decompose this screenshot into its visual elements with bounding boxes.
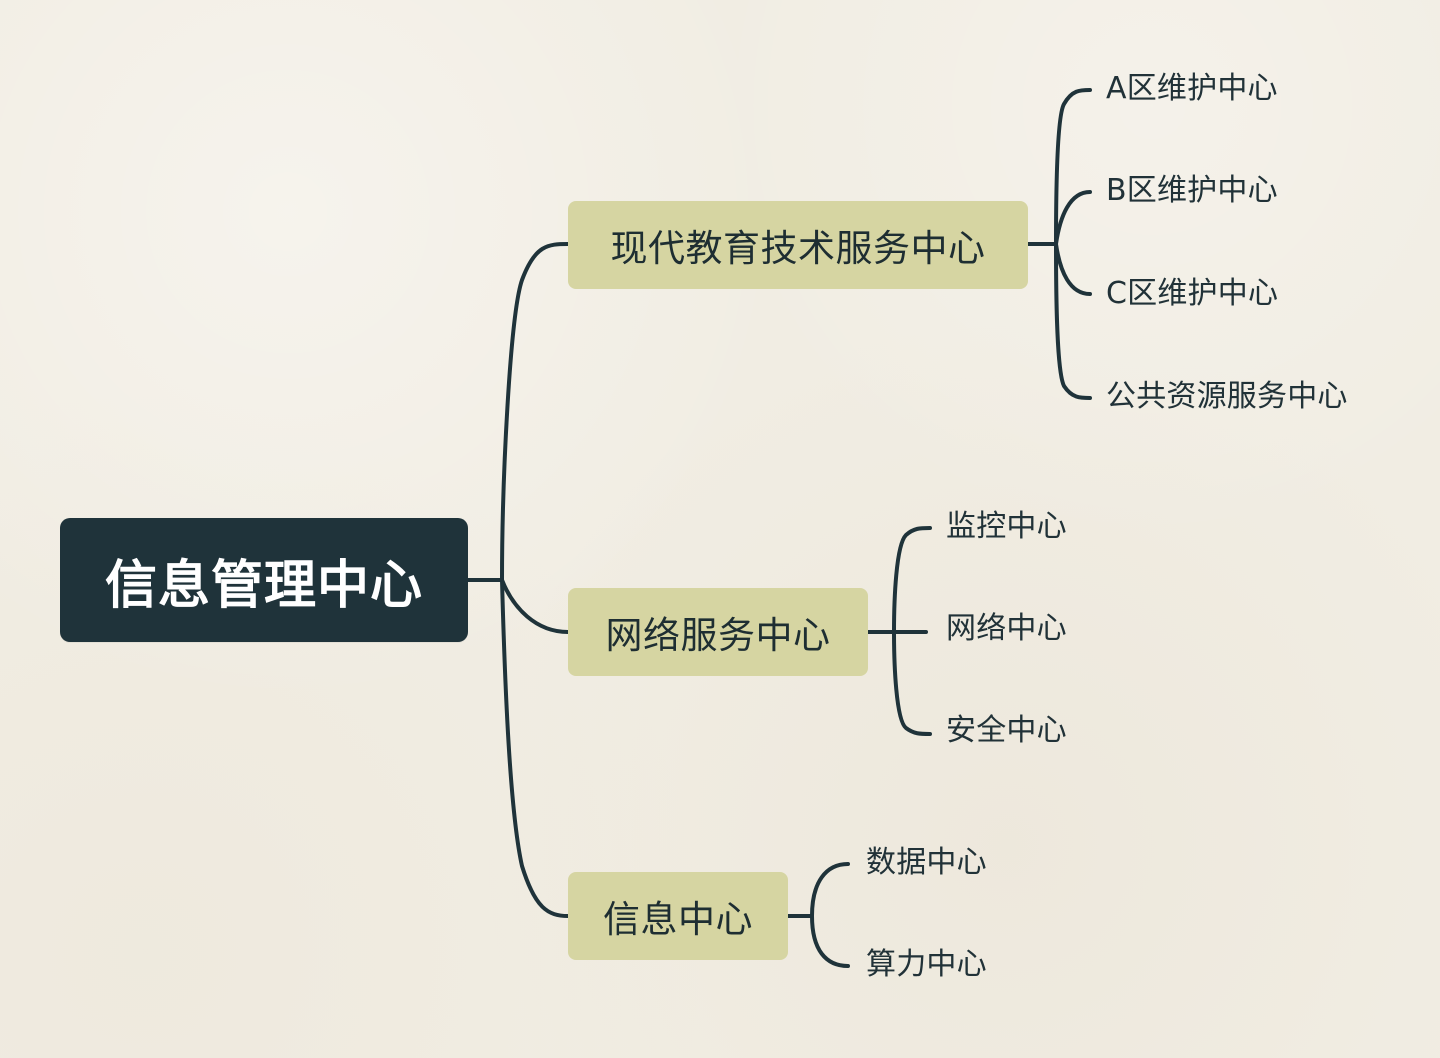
leaf-node-compute-center[interactable]: 算力中心 [866,947,987,982]
connector-branch-1-to-leaf-1 [1054,88,1092,246]
leaf-node-b-zone[interactable]: B区维护中心 [1106,173,1278,208]
connector-branch-3-to-leaf-1 [810,862,850,918]
leaf-node-a-zone[interactable]: A区维护中心 [1106,71,1278,106]
connector-branch-3-to-leaf-2 [810,914,850,968]
connector-branch-2-to-leaf-1 [892,526,932,634]
connector-root-to-branch-3 [500,578,570,918]
connector-branch-1-to-leaf-3 [1054,242,1092,296]
connector-branch-1-to-leaf-2 [1054,190,1092,246]
leaf-node-data-center[interactable]: 数据中心 [866,845,987,880]
branch-node-modern-education[interactable]: 现代教育技术服务中心 [568,201,1028,289]
leaf-node-network[interactable]: 网络中心 [946,611,1067,646]
connector-branch-1-to-leaf-4 [1054,242,1092,400]
leaf-node-c-zone[interactable]: C区维护中心 [1106,276,1279,311]
leaf-node-monitoring[interactable]: 监控中心 [946,509,1067,544]
root-node[interactable]: 信息管理中心 [60,518,468,642]
leaf-node-security[interactable]: 安全中心 [946,713,1067,748]
connector-root-to-branch-2 [500,578,570,634]
connector-root-to-branch-1 [500,242,570,582]
branch-node-information-center[interactable]: 信息中心 [568,872,788,960]
leaf-node-public-resources[interactable]: 公共资源服务中心 [1106,379,1348,414]
connector-branch-2-to-leaf-3 [892,630,932,736]
branch-node-network-services[interactable]: 网络服务中心 [568,588,868,676]
